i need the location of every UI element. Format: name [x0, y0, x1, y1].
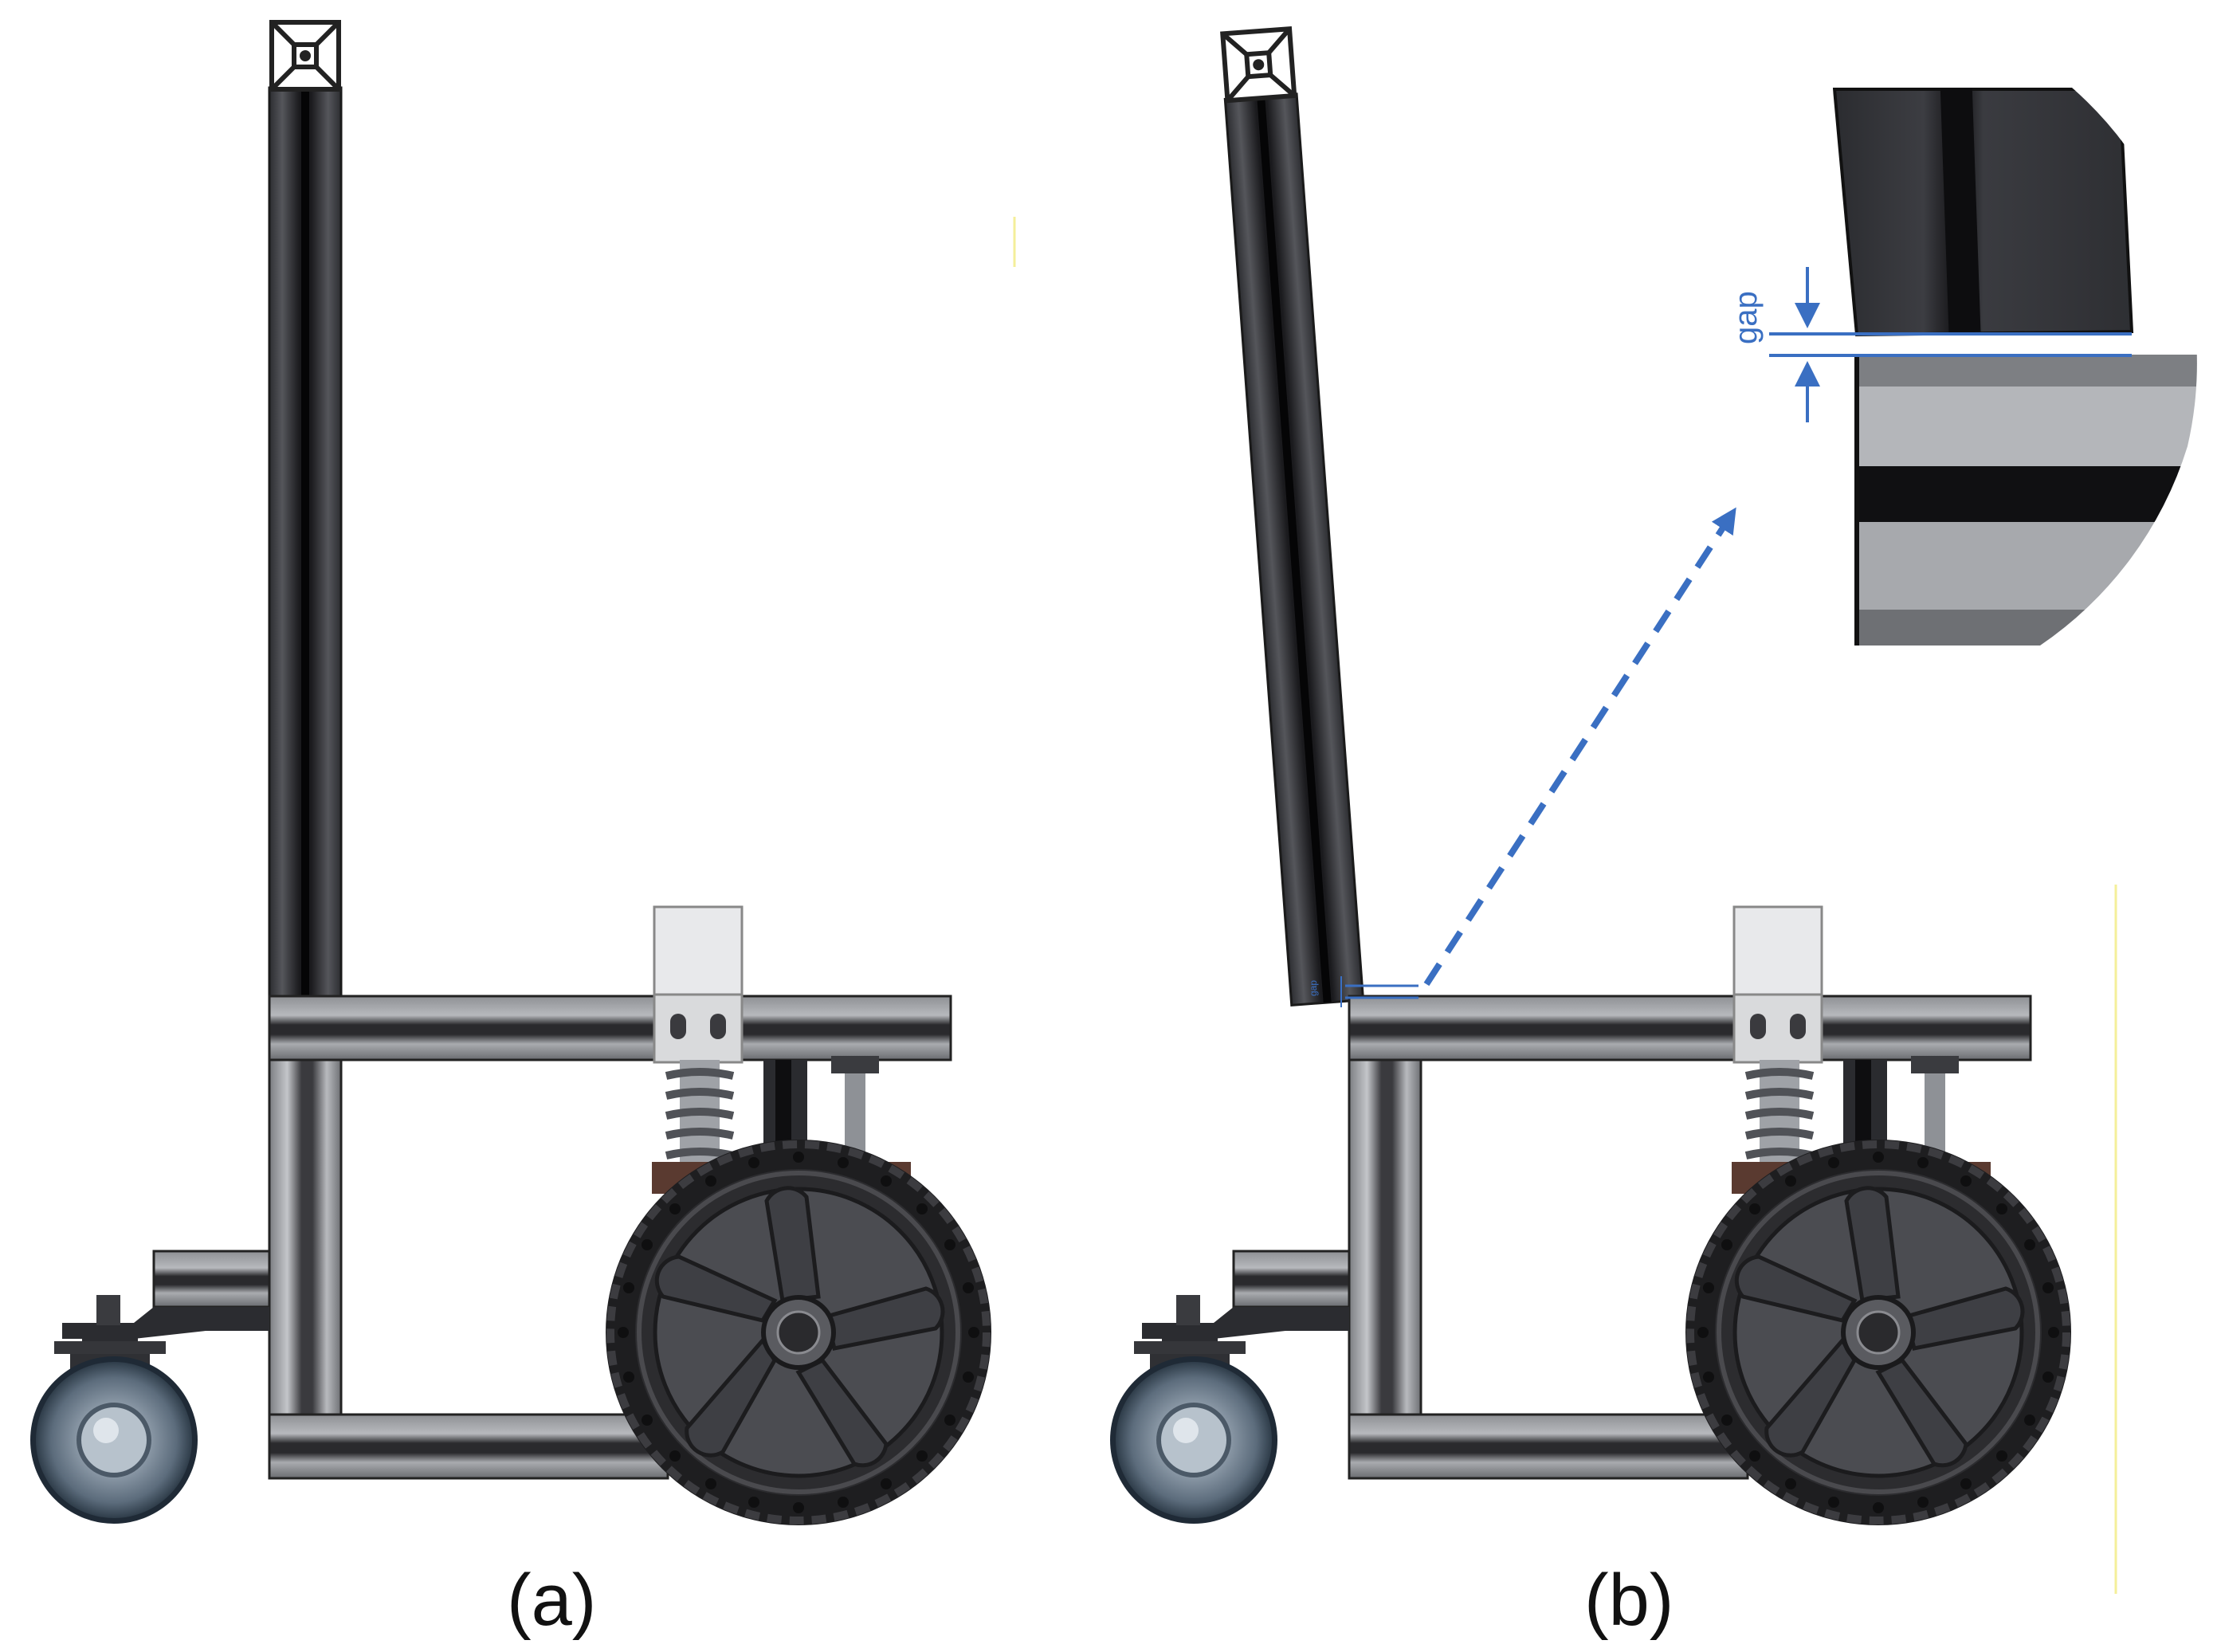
- gap-arrow-up-icon: [1795, 361, 1820, 387]
- gap-arrow-down-icon: [1795, 303, 1820, 328]
- drive-wheel: [606, 1140, 991, 1525]
- drive-wheel-b: [1685, 1140, 2071, 1525]
- gap-label: gap: [1728, 291, 1764, 344]
- panel-a: [30, 20, 991, 1525]
- caption-b: (b): [1584, 1560, 1674, 1641]
- extrusion-cross-section-icon-b: [1220, 26, 1297, 104]
- zoom-inset: gap: [1728, 88, 2197, 645]
- tilted-extrusion-upright: [1220, 26, 1365, 1007]
- panel-b: gap: [1110, 26, 2197, 1594]
- extrusion-cross-section-icon: [269, 20, 341, 92]
- gap-label-small: gap: [1308, 980, 1319, 996]
- vertical-extrusion-upright: [268, 20, 343, 998]
- zoom-arrow: [1423, 507, 1736, 987]
- gap-marker-small: gap: [1308, 976, 1418, 1007]
- caption-a: (a): [507, 1560, 597, 1641]
